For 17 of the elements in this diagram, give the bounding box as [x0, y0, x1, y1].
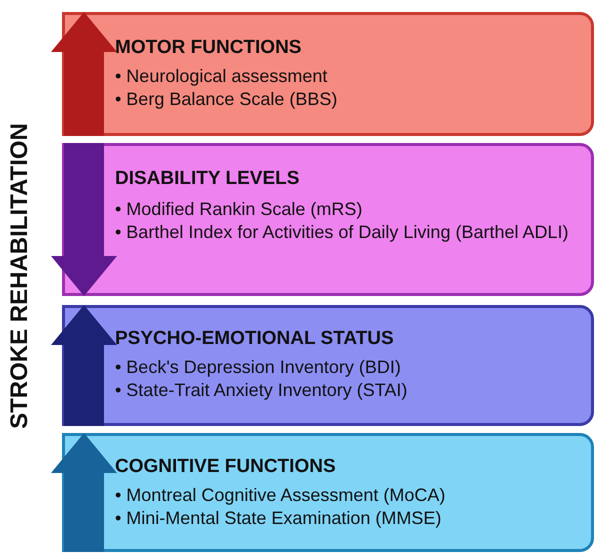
list-item: • Mini-Mental State Examination (MMSE)	[115, 507, 442, 530]
list-item: • Modified Rankin Scale (mRS)	[115, 198, 364, 221]
list-item: • State-Trait Anxiety Inventory (STAI)	[115, 379, 408, 402]
category-heading: PSYCHO-EMOTIONAL STATUS	[115, 328, 394, 350]
list-item: • Barthel Index for Activities of Daily Living (Barthel ADLI)	[115, 221, 570, 244]
category-heading: MOTOR FUNCTIONS	[115, 37, 302, 59]
list-item: • Neurological assessment	[115, 65, 328, 88]
category-box	[62, 433, 594, 552]
list-item: • Montreal Cognitive Assessment (MoCA)	[115, 484, 446, 507]
category-box	[62, 143, 594, 296]
category-heading: COGNITIVE FUNCTIONS	[115, 456, 336, 478]
vertical-title: STROKE REHABILITATION	[6, 122, 34, 431]
list-item: • Berg Balance Scale (BBS)	[115, 88, 338, 111]
category-box	[62, 12, 594, 136]
category-heading: DISABILITY LEVELS	[115, 168, 300, 190]
category-box	[62, 305, 594, 426]
list-item: • Beck's Depression Inventory (BDI)	[115, 356, 402, 379]
